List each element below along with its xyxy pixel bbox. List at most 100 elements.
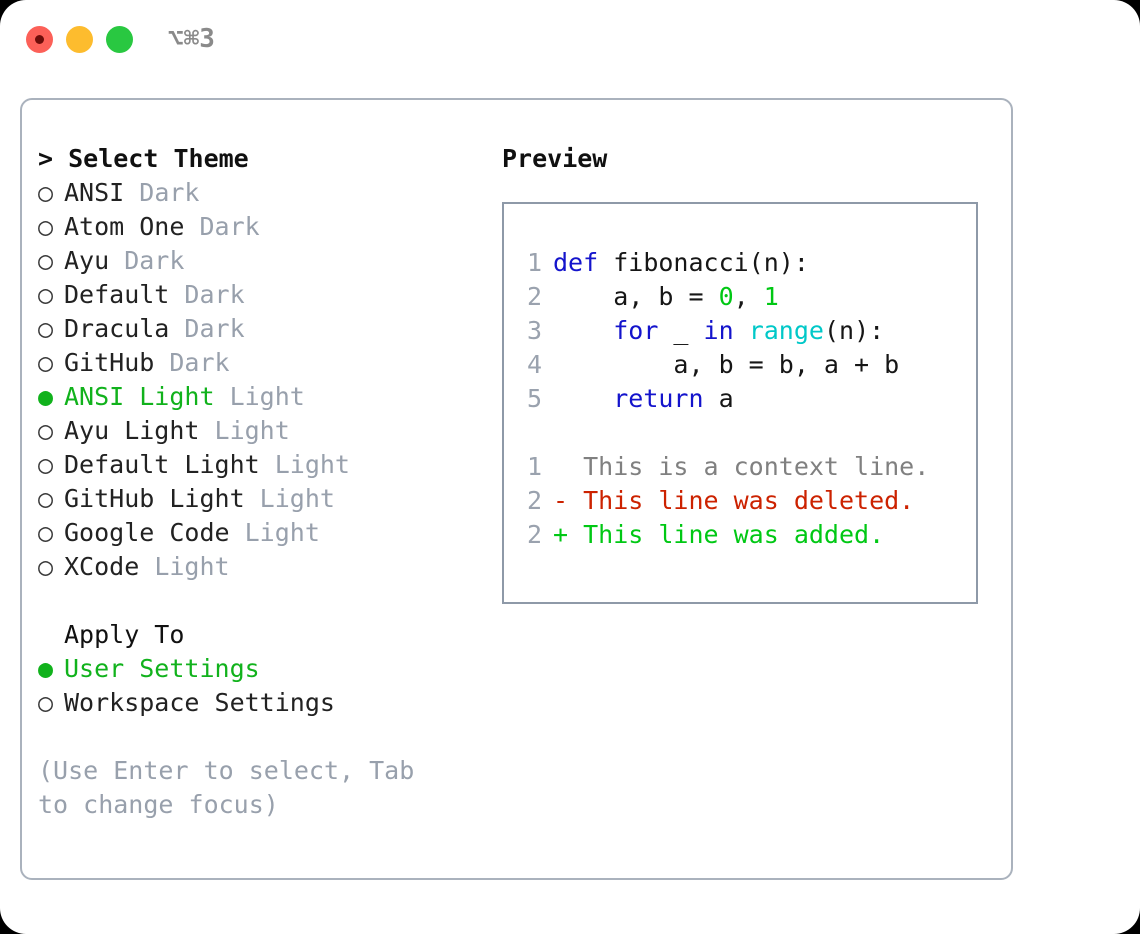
apply-to-list[interactable]: ● User Settings ○ Workspace Settings (38, 652, 498, 720)
apply-to-title: Apply To (64, 620, 185, 649)
theme-kind-label: Dark (184, 212, 260, 241)
theme-kind-label: Dark (154, 348, 230, 377)
theme-kind-label: Light (139, 552, 230, 581)
apply-to-option[interactable]: ● User Settings (38, 652, 498, 686)
hint-spacer (38, 720, 498, 754)
apply-to-label: User Settings (64, 654, 260, 683)
theme-name-label: GitHub (64, 348, 155, 377)
theme-list-item[interactable]: ○Atom One Dark (38, 210, 498, 244)
theme-kind-label: Light (199, 416, 290, 445)
code-line: 5 return a (516, 382, 970, 416)
radio-unselected-icon: ○ (38, 314, 54, 343)
code-token: 0 (718, 282, 734, 311)
line-number: 4 (526, 350, 542, 379)
theme-list-item[interactable]: ○ XCode Light (38, 550, 498, 584)
keyboard-hint-text: (Use Enter to select, Tab to change focu… (38, 756, 430, 819)
code-token: a, b = (553, 282, 719, 311)
code-token: a (703, 384, 734, 413)
diff-text: This line was added. (583, 520, 885, 549)
radio-unselected-icon: ○ (38, 484, 54, 513)
theme-list-item[interactable]: ●ANSI Light Light (38, 380, 498, 414)
theme-name-label: Ayu (64, 246, 110, 275)
theme-kind-label: Light (259, 450, 350, 479)
code-token (734, 316, 749, 345)
diff-line: 2 + This line was added. (516, 518, 970, 552)
diff-line-number: 2 (526, 520, 542, 549)
theme-list-item[interactable]: ○Default Light Light (38, 448, 498, 482)
radio-unselected-icon: ○ (38, 518, 54, 547)
code-token (553, 316, 613, 345)
title-bar: ⌥⌘3 (0, 0, 1140, 80)
radio-unselected-icon: ○ (38, 552, 54, 581)
code-token (553, 384, 613, 413)
code-line: 3 for _ in range(n): (516, 314, 970, 348)
theme-list-item[interactable]: ○Google Code Light (38, 516, 498, 550)
radio-selected-icon: ● (38, 382, 54, 411)
code-token: range (748, 316, 824, 345)
diff-marker: - (553, 486, 584, 515)
theme-list[interactable]: ○ANSI Dark○Atom One Dark○Ayu Dark○Defaul… (38, 176, 498, 584)
theme-list-item[interactable]: ○ Default Dark (38, 278, 498, 312)
code-token: a, b = b, a + b (553, 350, 900, 379)
theme-name-label: GitHub Light (64, 484, 245, 513)
theme-kind-label: Light (244, 484, 335, 513)
line-number: 1 (526, 248, 542, 277)
keyboard-shortcut-label: ⌥⌘3 (168, 24, 215, 54)
theme-name-label: Google Code (64, 518, 230, 547)
diff-line-number: 1 (526, 452, 542, 481)
radio-unselected-icon: ○ (38, 450, 54, 479)
code-token: def (553, 248, 599, 277)
radio-selected-icon: ● (38, 654, 54, 683)
maximize-button[interactable] (106, 26, 133, 53)
theme-name-label: Default (64, 280, 170, 309)
theme-name-label: XCode (64, 552, 140, 581)
theme-name-label: Ayu Light (64, 416, 200, 445)
theme-kind-label: Light (214, 382, 305, 411)
radio-unselected-icon: ○ (38, 212, 54, 241)
theme-name-label: Dracula (64, 314, 170, 343)
theme-list-item[interactable]: ○ Ayu Dark (38, 244, 498, 278)
main-panel: > Select Theme ○ANSI Dark○Atom One Dark○… (20, 98, 1013, 880)
page-title: > Select Theme (38, 144, 249, 173)
code-token: _ (658, 316, 704, 345)
theme-list-item[interactable]: ○ Ayu Light Light (38, 414, 498, 448)
radio-unselected-icon: ○ (38, 416, 54, 445)
apply-to-option[interactable]: ○ Workspace Settings (38, 686, 498, 720)
close-button[interactable] (26, 26, 53, 53)
code-diff-separator (516, 416, 970, 450)
diff-line: 2- This line was deleted. (516, 484, 970, 518)
diff-text: This line was deleted. (583, 486, 915, 515)
theme-kind-label: Dark (109, 246, 185, 275)
code-token: in (703, 316, 734, 345)
code-token: 1 (763, 282, 779, 311)
code-token: , (733, 282, 764, 311)
code-token: (n): (823, 316, 885, 345)
apply-to-label: Workspace Settings (64, 688, 335, 717)
diff-text: This is a context line. (583, 452, 930, 481)
theme-list-item[interactable]: ○ GitHub Dark (38, 346, 498, 380)
diff-marker: + (553, 520, 584, 549)
code-line: 4 a, b = b, a + b (516, 348, 970, 382)
line-number: 5 (526, 384, 542, 413)
radio-unselected-icon: ○ (38, 280, 54, 309)
radio-unselected-icon: ○ (38, 688, 54, 717)
theme-kind-label: Dark (169, 280, 245, 309)
radio-unselected-icon: ○ (38, 178, 54, 207)
theme-list-item[interactable]: ○ANSI Dark (38, 176, 498, 210)
theme-picker-column: > Select Theme ○ANSI Dark○Atom One Dark○… (38, 142, 498, 822)
radio-unselected-icon: ○ (38, 246, 54, 275)
code-token: return (613, 384, 704, 413)
radio-unselected-icon: ○ (38, 348, 54, 377)
theme-list-item[interactable]: ○ GitHub Light Light (38, 482, 498, 516)
section-spacer (38, 584, 498, 618)
theme-list-item[interactable]: ○Dracula Dark (38, 312, 498, 346)
minimize-button[interactable] (66, 26, 93, 53)
line-number: 2 (526, 282, 542, 311)
diff-line: 1 This is a context line. (516, 450, 970, 484)
theme-kind-label: Dark (124, 178, 200, 207)
